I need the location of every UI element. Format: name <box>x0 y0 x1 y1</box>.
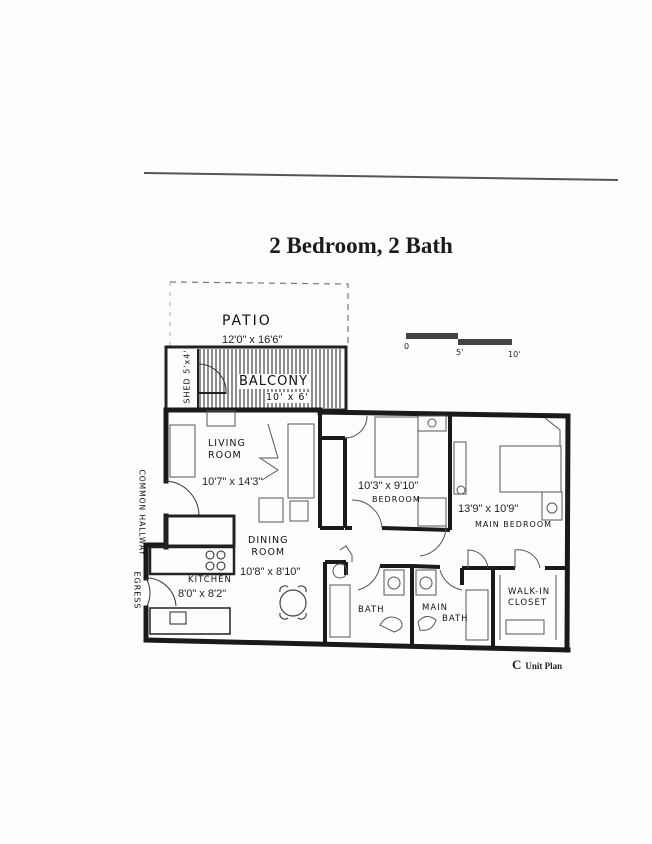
egress-label: EGRESS <box>132 571 142 610</box>
unit-plan-label: Unit Plan <box>525 661 563 671</box>
scale-tick-0: 0 <box>404 342 410 351</box>
room-label-main-bath: MAIN BATH <box>422 603 469 624</box>
room-dim-balcony: 10' x 6' <box>266 392 310 403</box>
room-dim-main-bedroom: 13'9" x 10'9" <box>458 503 519 515</box>
scale-tick-10: 10' <box>508 350 521 359</box>
room-label-bath: BATH <box>358 605 385 615</box>
room-dim-kitchen: 8'0" x 8'2" <box>178 588 227 600</box>
scale-tick-5: 5' <box>456 348 464 357</box>
room-label-main-bedroom: MAIN BEDROOM <box>475 520 553 529</box>
room-label-balcony: BALCONY <box>238 374 310 389</box>
room-label-kitchen: KITCHEN <box>188 575 232 585</box>
room-dim-dining: 10'8" x 8'10" <box>240 566 301 578</box>
room-dim-living: 10'7" x 14'3" <box>202 476 263 488</box>
room-dim-bedroom: 10'3" x 9'10" <box>358 480 419 492</box>
room-label-dining: DINING ROOM <box>248 535 289 558</box>
room-label-living: LIVING ROOM <box>208 438 246 461</box>
room-label-patio: PATIO <box>222 313 272 329</box>
room-label-bedroom: BEDROOM <box>372 495 421 504</box>
room-dim-shed: 5'x4' <box>182 349 192 374</box>
room-label-shed-name: SHED <box>182 377 192 404</box>
scale-bar: 0 5' 10' <box>404 333 520 359</box>
room-label-shed: SHED 5'x4' <box>183 349 192 403</box>
page-title: 2 Bedroom, 2 Bath <box>269 233 453 258</box>
room-dim-patio: 12'0" x 16'6" <box>222 334 283 346</box>
unit-letter: C <box>512 657 522 672</box>
room-label-closet: WALK-IN CLOSET <box>508 587 551 608</box>
common-hallway-label: COMMON HALLWAY <box>137 469 147 557</box>
